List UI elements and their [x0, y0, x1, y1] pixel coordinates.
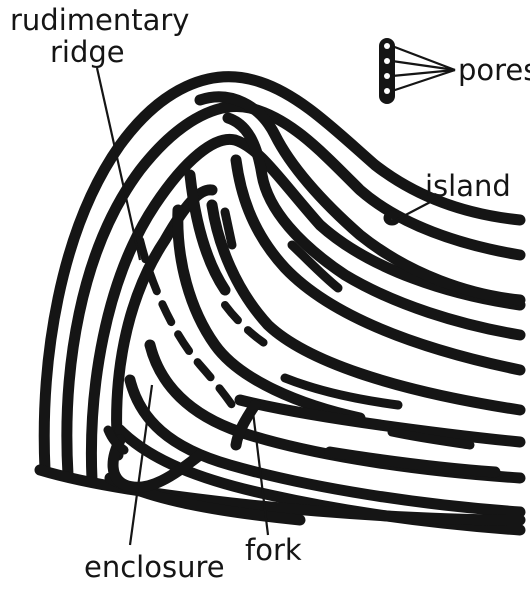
label-ridge: ridge [50, 35, 125, 69]
label-rudimentary: rudimentary [10, 3, 189, 37]
ridge-short-1 [225, 212, 232, 245]
label-enclosure: enclosure [84, 550, 225, 584]
label-pores: pores [458, 53, 530, 87]
pore [384, 73, 390, 79]
fingerprint-ridges [40, 77, 520, 530]
label-island: island [425, 169, 511, 203]
pore [384, 43, 390, 49]
pore [384, 88, 390, 94]
pore [384, 58, 390, 64]
label-fork: fork [245, 533, 302, 567]
pores-ridge [379, 38, 395, 104]
